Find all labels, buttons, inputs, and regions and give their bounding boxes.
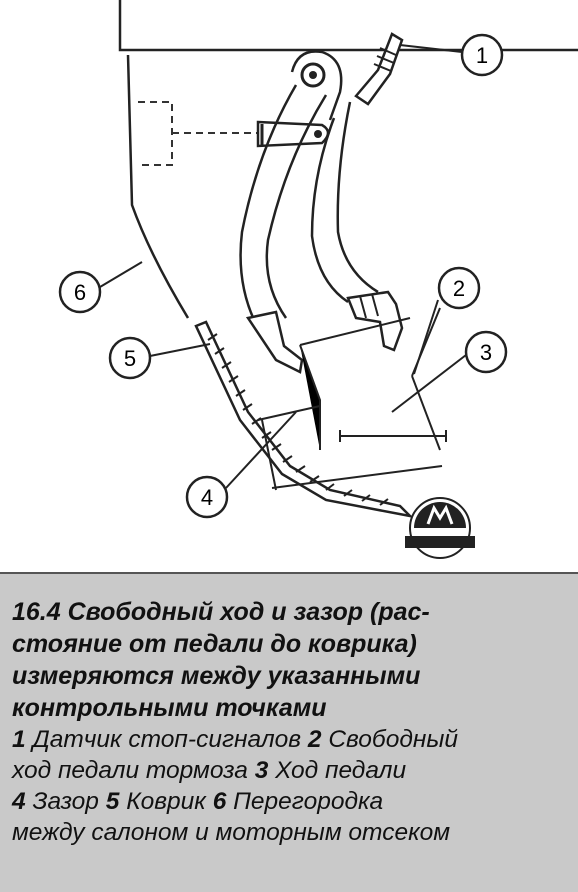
callout-3: 3 [464,330,508,374]
brake-light-switch [354,32,404,106]
legend-text: Свободный [321,726,459,753]
legend-text: Датчик стоп-сигналов [25,726,308,753]
floor-mat-hatch [207,333,389,506]
pedal-bracket [290,50,343,121]
legend-text: между салоном и моторным отсеком [12,819,451,846]
pedal-diagram: 1 2 3 4 5 6 [58,0,578,559]
frame-top [118,0,578,52]
legend-number: 6 [212,788,227,815]
legend-number: 3 [254,757,269,784]
leader-3 [391,354,467,413]
pedal-pad-right [346,290,404,352]
legend-text: ход педали тормоза [12,757,255,784]
svg-text:4: 4 [201,485,213,510]
leader-4 [225,411,297,489]
callout-6: 6 [58,270,102,314]
measure-line-c [411,375,441,451]
gap-line-top [257,405,321,421]
legend-text: Коврик [119,788,213,815]
floor-mat [194,320,414,518]
legend-line: между салоном и моторным отсеком [12,817,572,848]
legend-text: Ход педали [268,757,407,784]
pedal-drawing: 1 2 3 4 5 6 [58,0,578,559]
legend-number: 5 [105,788,120,815]
publisher-logo [405,497,475,559]
legend-line: ход педали тормоза 3 Ход педали [12,755,572,786]
legend-number: 4 [12,788,26,815]
pedal-arm-right-inner [336,101,379,294]
pedal-travel-ticks [339,430,447,442]
caption-heading-line: 16.4 Свободный ход и зазор (рас- [12,598,430,626]
callout-2: 2 [437,266,481,310]
callout-4: 4 [185,475,229,519]
legend-line: 1 Датчик стоп-сигналов 2 Свободный [12,724,572,755]
svg-text:3: 3 [480,340,492,365]
callout-5: 5 [108,336,152,380]
leader-6 [99,261,143,288]
switch-thread [373,47,397,72]
hidden-bracket [138,101,173,166]
caption-heading-line: контрольными точками [12,694,327,722]
pedal-arm-left-outer [239,84,298,323]
legend-number: 1 [12,726,26,753]
figure-caption: 16.4 Свободный ход и зазор (рас- стояние… [12,596,572,848]
gap-line-bottom [271,465,443,489]
svg-text:5: 5 [124,346,136,371]
fork-pin [314,130,322,138]
legend-text: Перегородка [226,788,384,815]
svg-text:1: 1 [476,43,488,68]
pedal-pad-left [245,310,304,374]
svg-text:2: 2 [453,276,465,301]
caption-heading-line: измеряются между указанными [12,662,421,690]
gap-line-vertical [261,419,277,491]
pad-ribs [359,293,379,319]
legend-text: Зазор [25,788,106,815]
leader-5 [149,343,211,357]
legend-number: 2 [307,726,322,753]
svg-text:6: 6 [74,280,86,305]
pedal-arm-right-outer [310,117,349,304]
pedal-arm-left-inner [265,94,328,319]
callout-1: 1 [460,33,504,77]
measure-line-b [299,344,321,450]
measure-line-a [299,317,411,346]
figure-caption-panel: 16.4 Свободный ход и зазор (рас- стояние… [0,572,578,892]
partition-line [126,54,190,319]
pivot-bolt-center [309,71,317,79]
legend-line: 4 Зазор 5 Коврик 6 Перегородка [12,786,572,817]
leader-1 [399,44,463,53]
caption-heading-line: стояние от педали до коврика) [12,630,417,658]
leader-2 [413,299,439,375]
